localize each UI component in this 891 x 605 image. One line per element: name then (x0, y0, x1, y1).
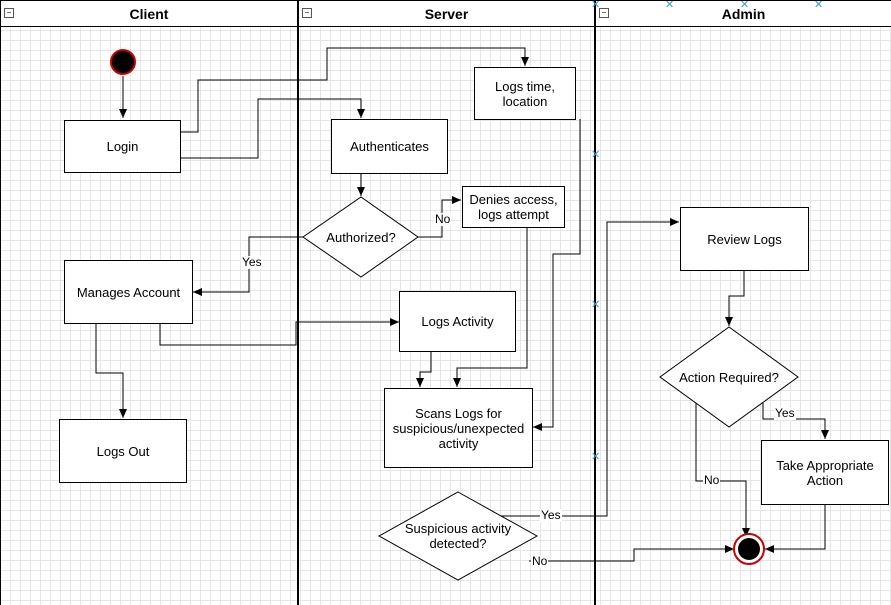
review-logs-label: Review Logs (707, 231, 782, 247)
lane-divider-left (0, 0, 1, 605)
review-logs-node[interactable]: Review Logs (680, 207, 809, 271)
guide-marker-icon: ✕ (814, 0, 824, 11)
edge-label-suspicious-yes: Yes (540, 508, 562, 522)
guide-marker-icon: ✕ (591, 149, 601, 161)
guide-marker-icon: ✕ (740, 0, 750, 11)
edge-take-end (765, 505, 826, 553)
action-required-decision[interactable]: Action Required? (672, 362, 786, 392)
suspicious-decision[interactable]: Suspicious activity detected? (396, 518, 520, 554)
denies-access-label: Denies access, logs attempt (469, 192, 558, 222)
edge-suspicious-review (489, 218, 679, 517)
authenticates-label: Authenticates (350, 139, 429, 154)
edge-action-end (695, 403, 750, 537)
edge-logtime-scans (533, 119, 581, 431)
lane-title-server: Server (424, 5, 469, 22)
manages-account-label: Manages Account (76, 284, 181, 300)
collapse-client-icon[interactable]: − (4, 8, 14, 18)
logs-time-location-node[interactable]: Logs time, location (474, 67, 576, 120)
logs-out-label: Logs Out (96, 443, 150, 459)
logs-time-location-label: Logs time, location (495, 78, 555, 109)
authenticates-node[interactable]: Authenticates (331, 119, 448, 174)
edge-denies-scans (453, 228, 528, 387)
logs-activity-node[interactable]: Logs Activity (399, 291, 516, 352)
edge-label-suspicious-no: No (531, 554, 549, 568)
authorized-decision-shape (302, 196, 419, 278)
edge-suspicious-end (529, 545, 734, 562)
edge-label-authorized-no: No (434, 212, 452, 226)
scans-logs-node[interactable]: Scans Logs for suspicious/unexpected act… (384, 388, 533, 468)
start-node (110, 49, 136, 75)
denies-access-node[interactable]: Denies access, logs attempt (462, 186, 565, 228)
guide-marker-icon: ✕ (591, 0, 601, 11)
lane-divider-server-admin (594, 0, 596, 605)
edge-manages-logsout (95, 324, 127, 418)
action-decision-shape (659, 326, 799, 428)
action-required-label: Action Required? (679, 369, 779, 385)
authorized-decision[interactable]: Authorized? (310, 222, 412, 252)
collapse-server-icon[interactable]: − (302, 8, 312, 18)
lane-title-admin: Admin (721, 5, 766, 22)
lane-header-server: Server (299, 0, 594, 27)
lane-divider-client-server (297, 0, 299, 605)
collapse-admin-icon[interactable]: − (599, 8, 609, 18)
edge-review-action (725, 271, 745, 326)
authorized-label: Authorized? (326, 229, 396, 245)
guide-marker-icon: ✕ (665, 0, 675, 11)
edge-label-action-yes: Yes (774, 406, 796, 420)
scans-logs-label: Scans Logs for suspicious/unexpected act… (392, 405, 525, 451)
suspicious-label: Suspicious activity detected? (404, 521, 512, 551)
login-label: Login (106, 139, 139, 154)
edge-login-logtime (181, 47, 529, 133)
edge-label-authorized-yes: Yes (241, 255, 263, 269)
suspicious-decision-shape (377, 491, 539, 581)
edge-manages-logsactivity (159, 318, 399, 346)
lane-header-admin: Admin (596, 0, 891, 27)
edge-login-authenticates (181, 98, 365, 159)
logs-out-node[interactable]: Logs Out (59, 419, 187, 483)
edge-label-action-no: No (703, 473, 721, 487)
guide-marker-icon: ✕ (591, 299, 601, 311)
login-node[interactable]: Login (64, 120, 181, 173)
logs-activity-label: Logs Activity (421, 314, 494, 329)
edge-logsactivity-scans (416, 352, 432, 387)
take-action-node[interactable]: Take Appropriate Action (761, 440, 889, 505)
end-node-inner (738, 538, 760, 560)
lane-title-client: Client (129, 5, 169, 22)
lane-header-client: Client (1, 0, 297, 27)
guide-marker-icon: ✕ (591, 451, 601, 463)
take-action-label: Take Appropriate Action (776, 457, 874, 488)
manages-account-node[interactable]: Manages Account (64, 260, 193, 324)
